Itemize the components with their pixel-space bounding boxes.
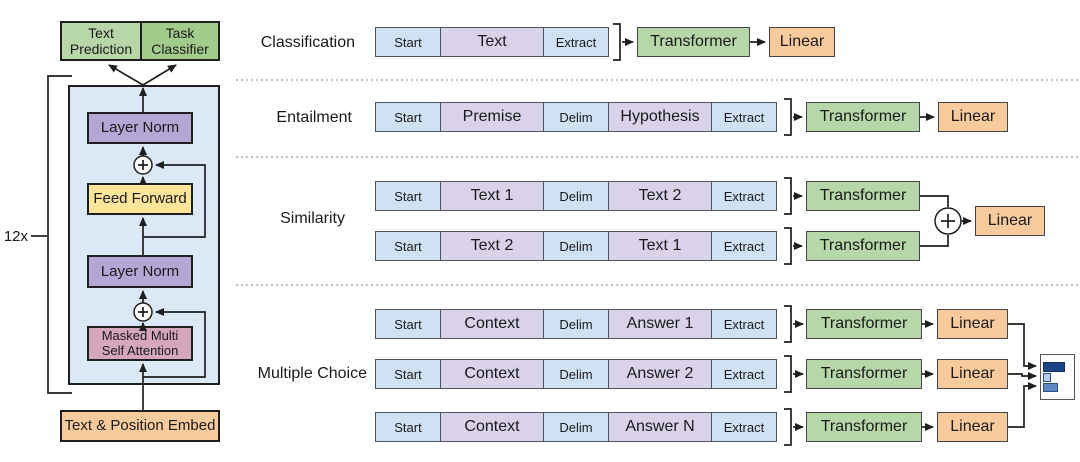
linear-box: Linear [769, 27, 835, 57]
linear-box: Linear [938, 102, 1008, 132]
token-sequence: Start Text 1 Delim Text 2 Extract [375, 181, 777, 211]
repeat-12x-label: 12x [3, 228, 28, 245]
token-hypothesis: Hypothesis [607, 102, 713, 132]
score-bar-3 [1043, 383, 1058, 392]
token-text1: Text 1 [607, 231, 713, 261]
transformer-box: Transformer [806, 309, 922, 339]
token-sequence: Start Context Delim Answer 2 Extract [375, 359, 777, 389]
token-answerN: Answer N [607, 412, 713, 442]
repeat-bracket [31, 75, 72, 394]
token-text1: Text 1 [439, 181, 545, 211]
task-label-multiple-choice: Multiple Choice [257, 365, 367, 382]
token-start: Start [375, 27, 441, 57]
token-delim: Delim [543, 231, 609, 261]
embedding-box: Text & Position Embed [60, 410, 220, 442]
add-icon [934, 207, 962, 235]
token-premise: Premise [439, 102, 545, 132]
feed-forward-box: Feed Forward [87, 183, 193, 215]
token-delim: Delim [543, 359, 609, 389]
token-text: Text [439, 27, 545, 57]
token-answer1: Answer 1 [607, 309, 713, 339]
task-label-classification: Classification [260, 34, 355, 51]
token-extract: Extract [711, 412, 777, 442]
task-label-similarity: Similarity [280, 210, 345, 227]
token-extract: Extract [711, 359, 777, 389]
transformer-box: Transformer [637, 27, 750, 57]
token-text2: Text 2 [607, 181, 713, 211]
transformer-box: Transformer [806, 181, 920, 211]
transformer-box: Transformer [806, 231, 920, 261]
token-extract: Extract [711, 102, 777, 132]
token-start: Start [375, 181, 441, 211]
token-context: Context [439, 412, 545, 442]
token-extract: Extract [711, 309, 777, 339]
linear-box: Linear [937, 309, 1008, 339]
layer-norm-bottom-box: Layer Norm [87, 255, 193, 288]
token-extract: Extract [711, 231, 777, 261]
token-delim: Delim [543, 181, 609, 211]
score-bar-2 [1043, 373, 1051, 382]
token-start: Start [375, 359, 441, 389]
linear-box: Linear [975, 206, 1045, 236]
token-context: Context [439, 359, 545, 389]
token-delim: Delim [543, 412, 609, 442]
token-sequence: Start Context Delim Answer 1 Extract [375, 309, 777, 339]
token-text2: Text 2 [439, 231, 545, 261]
token-sequence: Start Context Delim Answer N Extract [375, 412, 777, 442]
token-start: Start [375, 309, 441, 339]
masked-attention-line1: Masked Multi [101, 327, 179, 343]
transformer-box: Transformer [806, 102, 920, 132]
linear-box: Linear [937, 359, 1008, 389]
transformer-box: Transformer [806, 412, 922, 442]
masked-attention-box: Masked Multi Self Attention [87, 326, 193, 361]
layer-norm-top-box: Layer Norm [87, 112, 193, 144]
token-sequence: Start Text 2 Delim Text 1 Extract [375, 231, 777, 261]
masked-attention-line2: Self Attention [101, 342, 179, 358]
token-answer2: Answer 2 [607, 359, 713, 389]
token-extract: Extract [543, 27, 609, 57]
transformer-box: Transformer [806, 359, 922, 389]
token-sequence: Start Text Extract [375, 27, 609, 57]
task-classifier-head: Task Classifier [140, 21, 220, 61]
token-start: Start [375, 231, 441, 261]
task-label-entailment: Entailment [276, 109, 352, 126]
token-sequence: Start Premise Delim Hypothesis Extract [375, 102, 777, 132]
linear-box: Linear [937, 412, 1008, 442]
token-start: Start [375, 102, 441, 132]
token-extract: Extract [711, 181, 777, 211]
token-start: Start [375, 412, 441, 442]
score-bar-1 [1043, 362, 1065, 372]
score-bars-icon [1040, 354, 1075, 400]
token-context: Context [439, 309, 545, 339]
token-delim: Delim [543, 309, 609, 339]
text-prediction-head: Text Prediction [60, 21, 142, 61]
token-delim: Delim [543, 102, 609, 132]
